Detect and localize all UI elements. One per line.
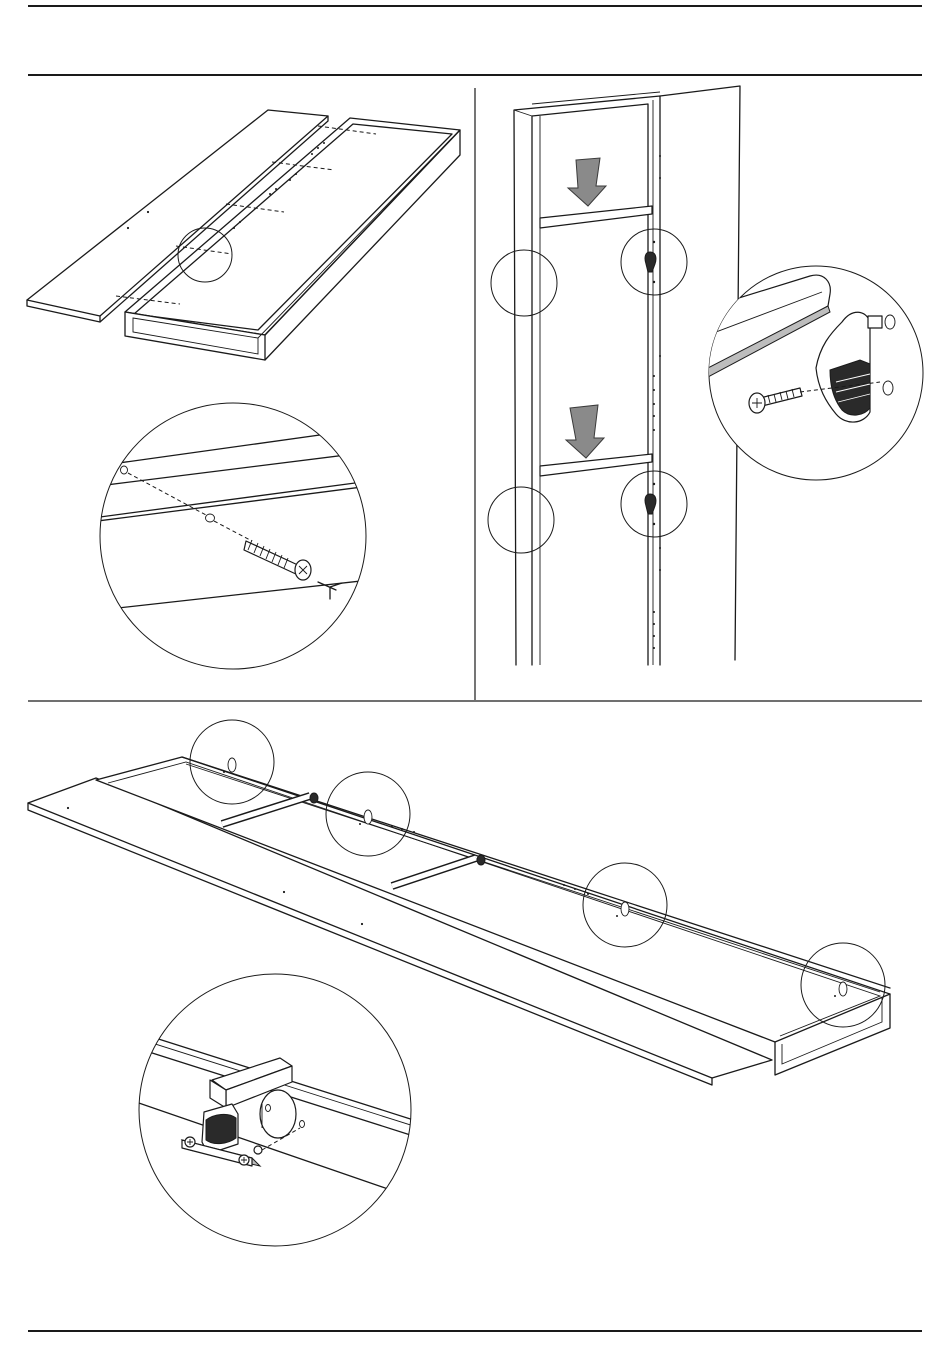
keyhole-fitting-icon <box>621 229 687 295</box>
down-arrow-icon <box>566 405 604 458</box>
panel-shelf-top-screws <box>27 110 460 669</box>
side-panel <box>514 86 740 665</box>
panel-side-with-keyhole-fittings <box>488 86 923 665</box>
screw-and-cam-detail <box>90 403 370 669</box>
callout-circle-left-lower <box>488 487 554 553</box>
dowel-icon <box>260 1090 296 1138</box>
frame-box-long <box>96 757 890 1075</box>
down-arrow-icon <box>568 158 606 206</box>
screw-icon <box>244 540 311 580</box>
panel-rail-assembly <box>28 720 890 1246</box>
callout-circle-left-upper <box>491 250 557 316</box>
keyhole-fitting-icon <box>621 471 687 537</box>
rail-upper <box>540 206 652 228</box>
rail-clamp-detail <box>130 974 420 1246</box>
rail-lower <box>540 454 652 476</box>
bracket-fitting-detail <box>700 266 923 480</box>
